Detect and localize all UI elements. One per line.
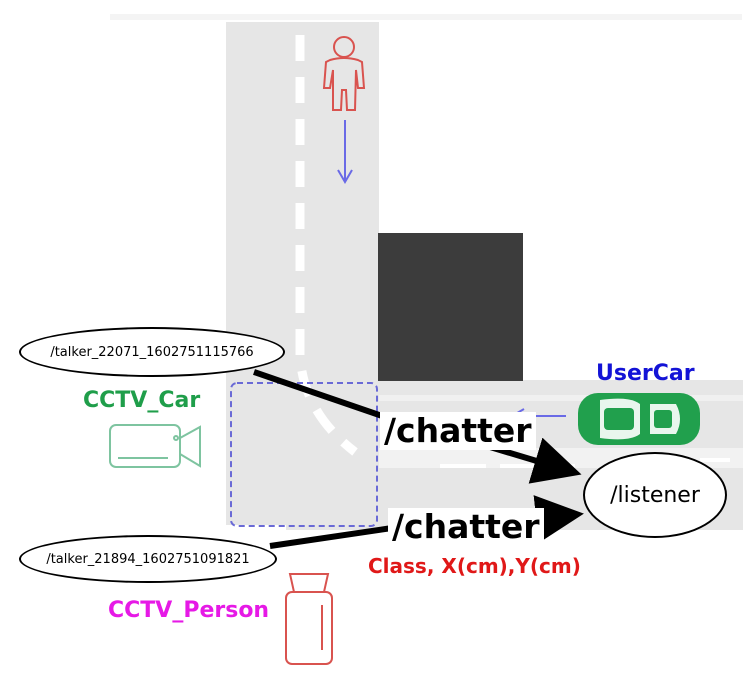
map-top-edge xyxy=(110,14,742,20)
building xyxy=(378,233,523,381)
label-usercar: UserCar xyxy=(596,361,695,386)
arrow-talker-person-to-topic xyxy=(269,525,393,549)
label-cctv-person: CCTV_Person xyxy=(108,598,270,623)
node-talker-car: /talker_22071_1602751115766 xyxy=(19,327,285,377)
topic-chatter-upper: /chatter xyxy=(380,412,536,450)
detection-box xyxy=(230,382,378,527)
node-listener-label: /listener xyxy=(610,482,700,508)
label-cctv-car: CCTV_Car xyxy=(83,388,201,413)
lane-strip xyxy=(379,395,743,401)
cctv-pole-icon xyxy=(285,573,333,665)
node-listener: /listener xyxy=(583,452,727,538)
person-direction-arrow xyxy=(337,120,353,184)
car-icon xyxy=(578,393,700,445)
label-message-format: Class, X(cm),Y(cm) xyxy=(368,554,581,578)
node-talker-person: /talker_21894_1602751091821 xyxy=(19,535,277,583)
topic-chatter-lower: /chatter xyxy=(388,508,544,546)
arrow-topic-to-listener-upper xyxy=(489,437,582,484)
arrow-talker-car-to-topic xyxy=(253,369,389,421)
node-talker-person-label: /talker_21894_1602751091821 xyxy=(46,551,250,567)
node-talker-car-label: /talker_22071_1602751115766 xyxy=(50,344,254,360)
person-icon xyxy=(322,36,366,111)
camera-icon xyxy=(109,424,201,468)
